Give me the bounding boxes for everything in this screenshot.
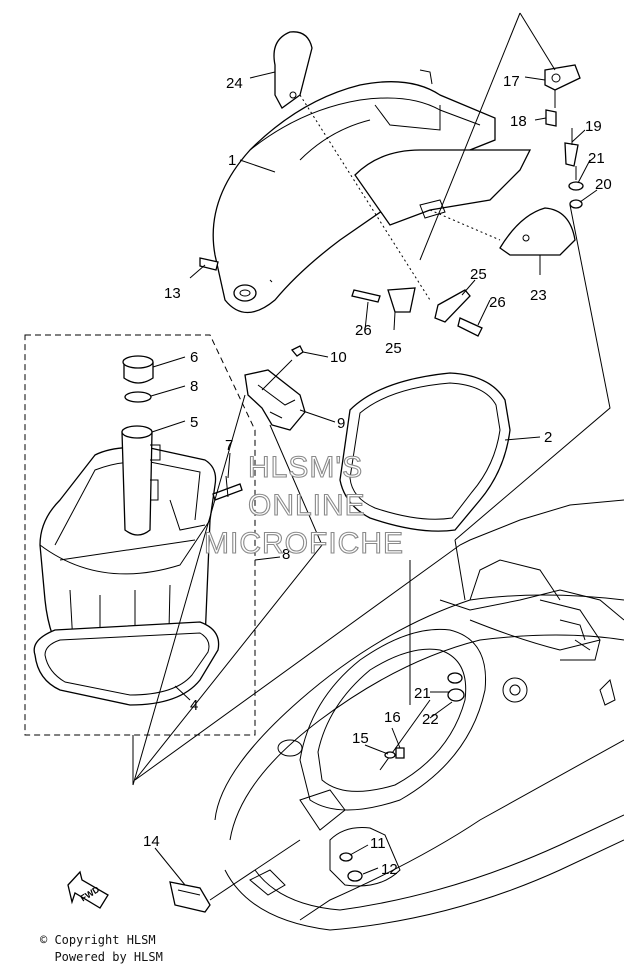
- latch: [244, 369, 306, 431]
- label-14: 14: [143, 833, 160, 850]
- label-8a: 8: [190, 378, 198, 395]
- seal: [339, 372, 511, 532]
- label-19: 19: [585, 118, 602, 135]
- label-23: 23: [530, 287, 547, 304]
- screw: [212, 475, 243, 501]
- label-26a: 26: [489, 294, 506, 311]
- label-17: 17: [503, 73, 520, 90]
- label-12: 12: [381, 861, 398, 878]
- hull-deck: [134, 499, 624, 931]
- cap: [122, 355, 154, 384]
- label-6: 6: [190, 349, 198, 366]
- drain-tube: [121, 425, 161, 536]
- watermark: HLSM'S ONLINE MICROFICHE: [203, 450, 404, 560]
- label-16: 16: [384, 709, 401, 726]
- copyright-line1: © Copyright HLSM: [40, 933, 156, 947]
- leader-lines: [150, 71, 598, 886]
- fwd-arrow: FWD: [67, 870, 109, 909]
- label-11: 11: [370, 835, 386, 852]
- label-7: 7: [225, 437, 233, 454]
- handle: [169, 881, 211, 913]
- label-18: 18: [510, 113, 527, 130]
- label-21b: 21: [414, 685, 431, 702]
- label-26b: 26: [355, 322, 372, 339]
- watermark-line2: ONLINE: [248, 489, 366, 522]
- bolt-13: [199, 257, 219, 271]
- label-21a: 21: [588, 150, 605, 167]
- label-25b: 25: [385, 340, 402, 357]
- latch-screw: [290, 345, 304, 357]
- label-25a: 25: [470, 266, 487, 283]
- label-10: 10: [330, 349, 347, 366]
- watermark-line1: HLSM'S: [248, 451, 363, 484]
- label-13: 13: [164, 285, 181, 302]
- label-24: 24: [226, 75, 243, 92]
- part-labels: 24 1 13 17 18 19 21 20 23 25 26 26 25 10…: [143, 73, 612, 878]
- label-2: 2: [544, 429, 552, 446]
- assembly-lines: [132, 12, 611, 901]
- label-4: 4: [190, 697, 198, 714]
- copyright-line2: Powered by HLSM: [40, 950, 163, 964]
- fasteners: [339, 64, 584, 882]
- label-8b: 8: [282, 546, 290, 563]
- pad: [273, 31, 313, 109]
- label-15: 15: [352, 730, 369, 747]
- hinge-parts: [351, 287, 483, 337]
- label-5: 5: [190, 414, 198, 431]
- label-20: 20: [595, 176, 612, 193]
- o-ring: [124, 391, 152, 403]
- hood-cover: [212, 69, 532, 313]
- side-pad: [499, 207, 576, 256]
- storage-box-frame: [24, 334, 256, 785]
- label-9: 9: [337, 415, 345, 432]
- label-1: 1: [228, 152, 236, 169]
- watermark-line3: MICROFICHE: [204, 527, 404, 560]
- storage-bucket: [33, 446, 220, 706]
- label-22: 22: [422, 711, 439, 728]
